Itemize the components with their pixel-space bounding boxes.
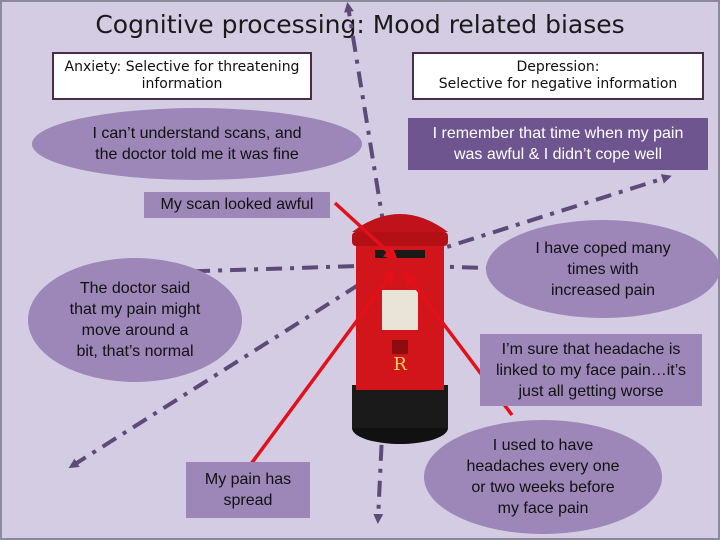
postbox-image: R — [352, 214, 448, 444]
anxiety-header: Anxiety: Selective for threatening infor… — [52, 52, 312, 100]
doctor-said-statement-oval: The doctor said that my pain might move … — [28, 258, 242, 382]
svg-text:R: R — [393, 354, 407, 375]
dashed-arrow-lower-left — [68, 263, 392, 469]
red-arrow-spread — [246, 268, 396, 470]
pain-spread-statement: My pain has spread — [186, 462, 310, 518]
red-arrow-scan — [333, 201, 398, 261]
depression-header: Depression: Selective for negative infor… — [412, 52, 704, 100]
headaches-before-statement-oval: I used to have headaches every one or tw… — [424, 420, 662, 534]
anxiety-statement-oval: I can’t understand scans, and the doctor… — [32, 108, 362, 180]
scan-statement: My scan looked awful — [144, 192, 330, 218]
dashed-arrow-left — [171, 263, 391, 274]
slide-title: Cognitive processing: Mood related biase… — [95, 10, 625, 39]
coped-statement-oval: I have coped many times with increased p… — [486, 220, 720, 318]
depression-statement-box: I remember that time when my pain was aw… — [408, 118, 708, 170]
headache-linked-statement: I’m sure that headache is linked to my f… — [480, 334, 702, 406]
